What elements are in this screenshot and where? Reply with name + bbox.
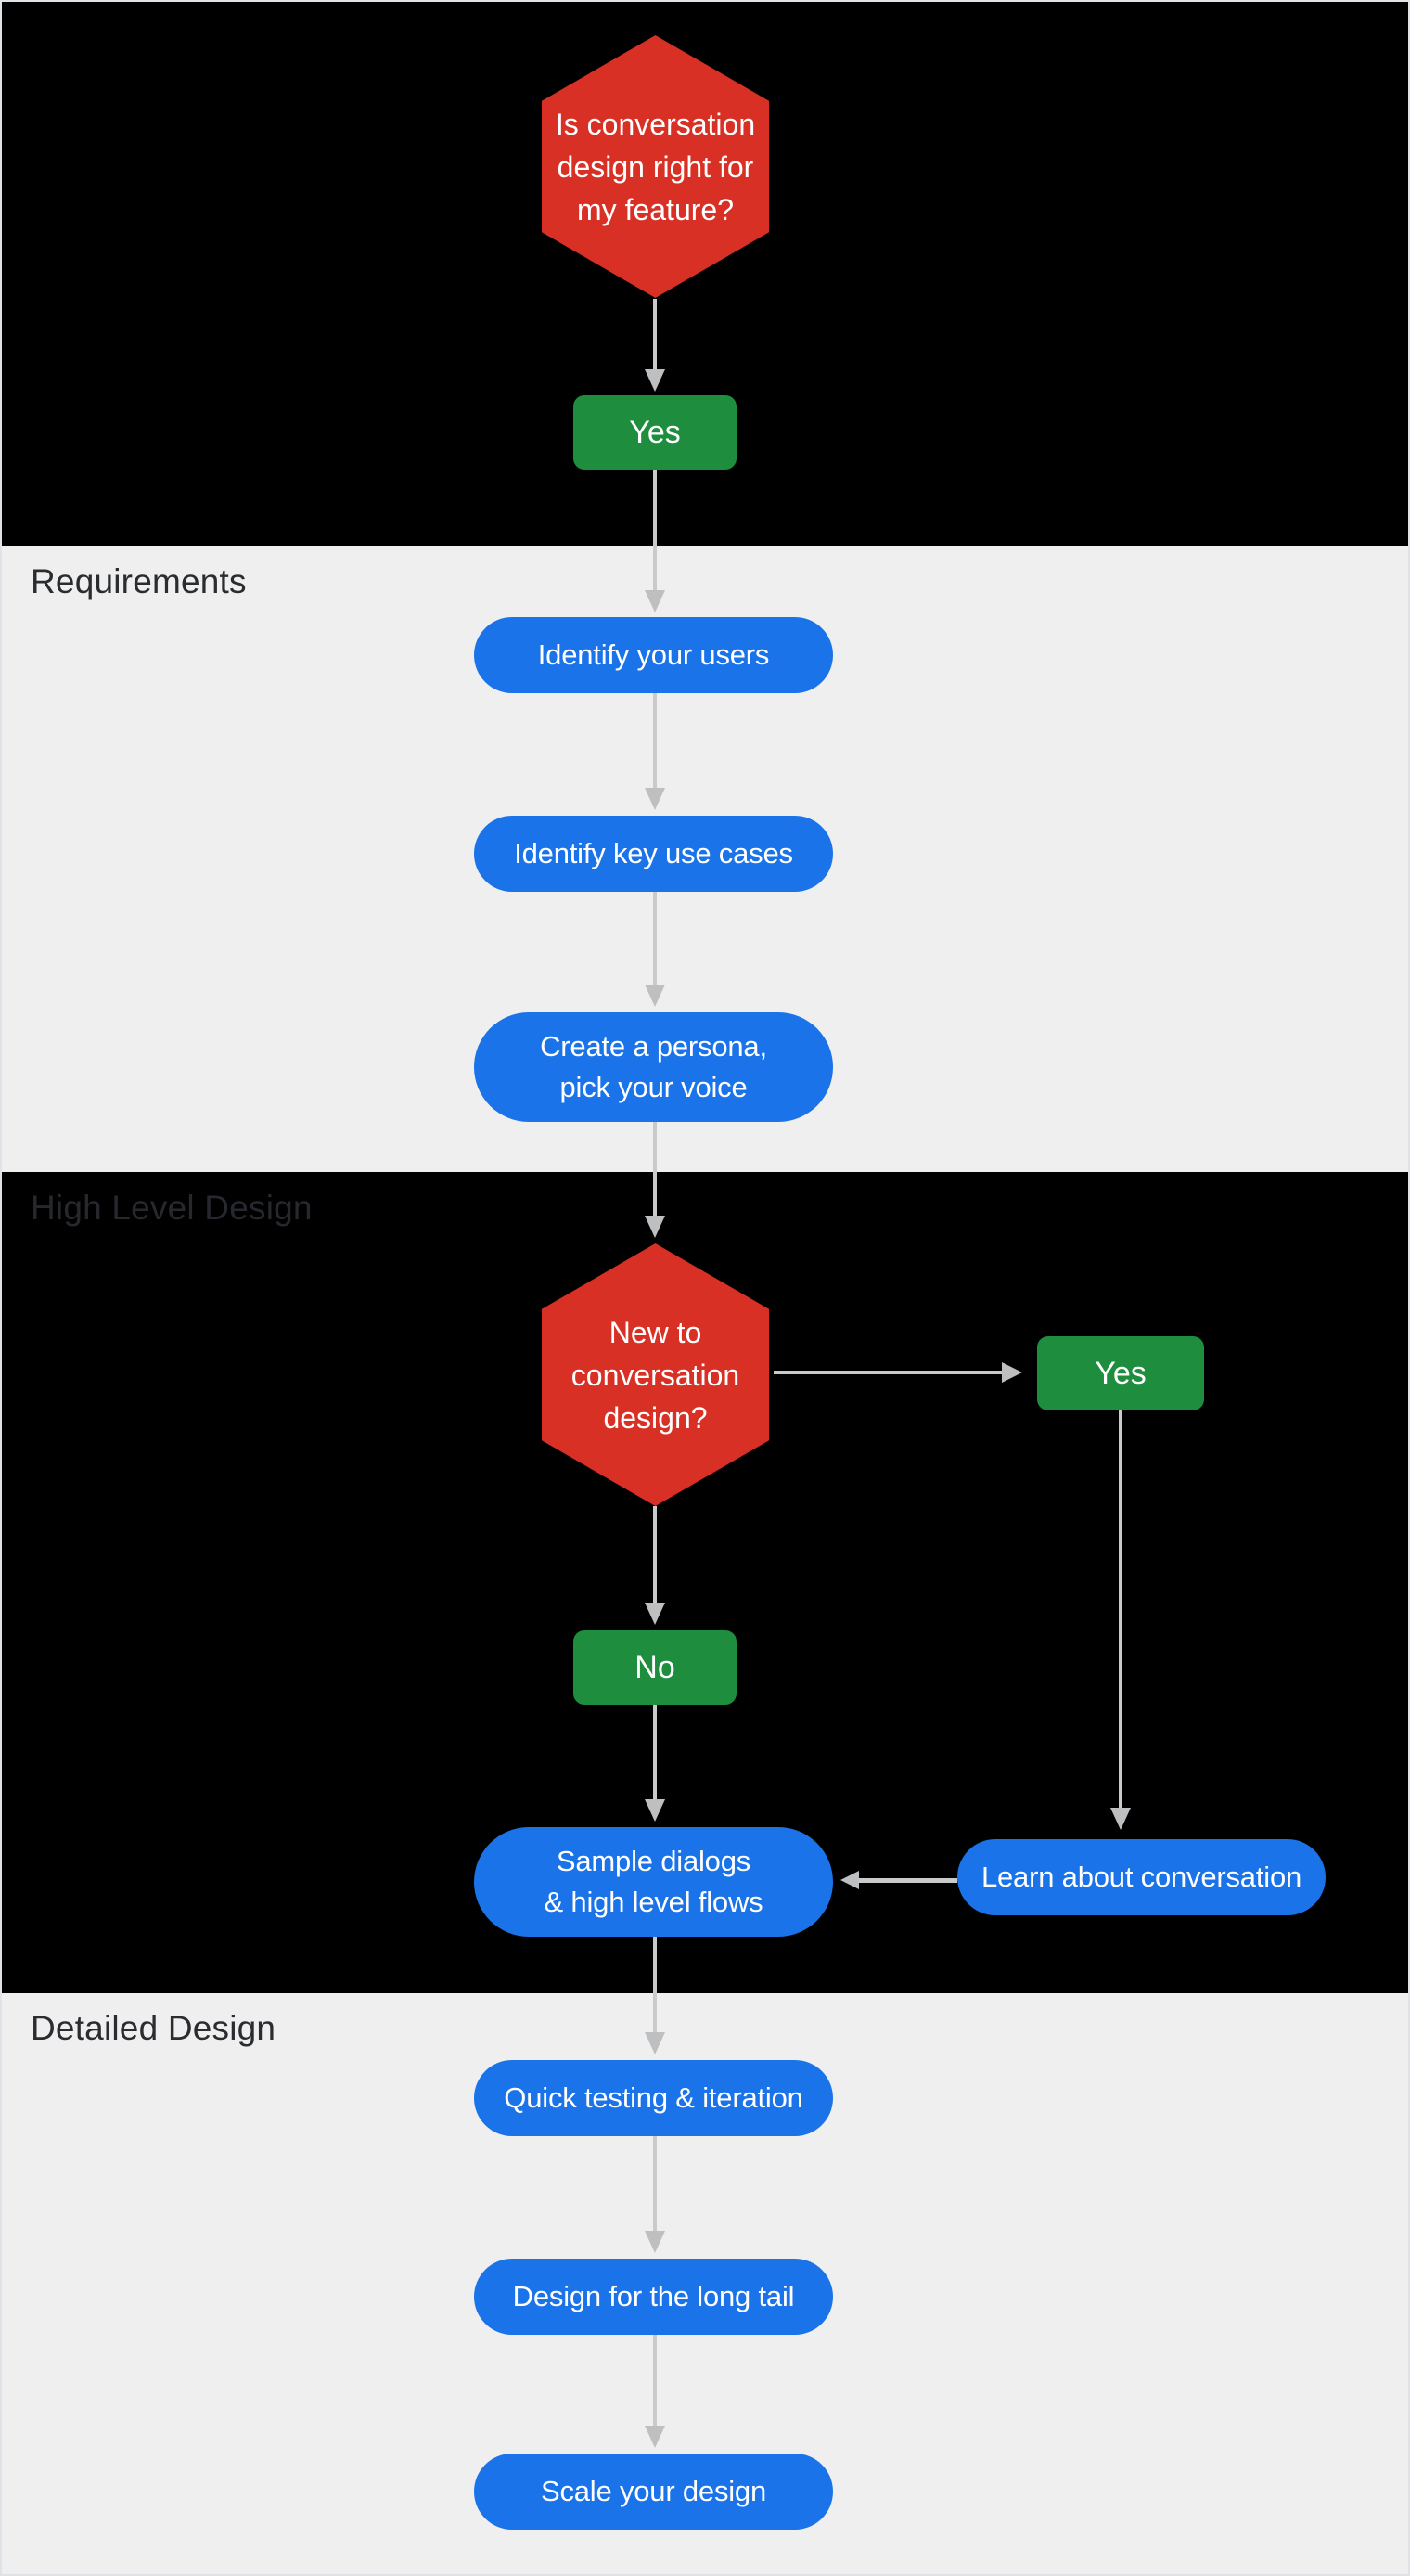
arrow-line [653, 1506, 657, 1603]
arrow-line [653, 470, 657, 590]
step-label: Learn about conversation [981, 1861, 1302, 1893]
step-design-for-long-tail: Design for the long tail [474, 2259, 833, 2335]
arrowhead-left-icon [840, 1871, 859, 1889]
step-label: Identify key use cases [514, 837, 793, 869]
arrow-line [653, 2335, 657, 2426]
step-sample-dialogs-high-level-flows: Sample dialogs & high level flows [474, 1827, 833, 1937]
step-learn-about-conversation: Learn about conversation [957, 1839, 1326, 1915]
arrowhead-down-icon [645, 369, 665, 392]
arrow-line [1119, 1410, 1122, 1808]
answer-label: No [634, 1649, 675, 1685]
arrow-line [653, 1705, 657, 1799]
arrow-line [774, 1371, 1002, 1374]
arrowhead-down-icon [645, 1799, 665, 1822]
section-label-detailed-design: Detailed Design [31, 2009, 276, 2047]
answer-label: Yes [629, 414, 681, 450]
answer-yes-button: Yes [1037, 1336, 1204, 1410]
arrow-line [859, 1878, 957, 1883]
arrowhead-down-icon [645, 985, 665, 1007]
step-scale-your-design: Scale your design [474, 2454, 833, 2530]
decision-text-line: my feature? [577, 192, 734, 226]
step-label: Identify your users [537, 638, 770, 671]
step-label: Design for the long tail [512, 2280, 795, 2312]
step-label: Scale your design [540, 2475, 767, 2507]
step-label: Quick testing & iteration [504, 2081, 803, 2114]
step-identify-key-use-cases: Identify key use cases [474, 816, 833, 892]
arrow-line [653, 2136, 657, 2231]
arrow-line [653, 892, 657, 985]
arrowhead-down-icon [1110, 1808, 1131, 1830]
arrow-line [653, 693, 657, 788]
step-text-line: Sample dialogs [556, 1845, 751, 1877]
decision-text-line: conversation [570, 1358, 740, 1392]
step-identify-your-users: Identify your users [474, 617, 833, 693]
arrow-line [653, 1122, 657, 1216]
arrowhead-down-icon [645, 788, 665, 810]
arrowhead-down-icon [645, 2231, 665, 2253]
section-label-requirements: Requirements [31, 562, 247, 600]
step-create-persona-pick-voice: Create a persona, pick your voice [474, 1012, 833, 1122]
step-quick-testing-iteration: Quick testing & iteration [474, 2060, 833, 2136]
arrowhead-down-icon [645, 1216, 665, 1238]
answer-yes-button: Yes [573, 395, 737, 470]
arrowhead-right-icon [1002, 1362, 1022, 1383]
section-label-high-level-design: High Level Design [31, 1189, 313, 1227]
arrowhead-down-icon [645, 590, 665, 612]
step-text-line: Create a persona, [540, 1030, 767, 1063]
step-text-line: & high level flows [544, 1886, 763, 1918]
arrowhead-down-icon [645, 1603, 665, 1625]
decision-text-line: New to [609, 1315, 702, 1349]
decision-text-line: Is conversation [555, 107, 756, 141]
decision-text-line: design? [603, 1400, 708, 1435]
answer-no-button: No [573, 1630, 737, 1705]
step-text-line: pick your voice [559, 1071, 748, 1103]
answer-label: Yes [1095, 1355, 1147, 1391]
arrow-line [653, 299, 657, 369]
arrowhead-down-icon [645, 2032, 665, 2054]
decision-text-line: design right for [557, 149, 754, 184]
arrowhead-down-icon [645, 2426, 665, 2448]
arrow-line [653, 1937, 657, 2032]
